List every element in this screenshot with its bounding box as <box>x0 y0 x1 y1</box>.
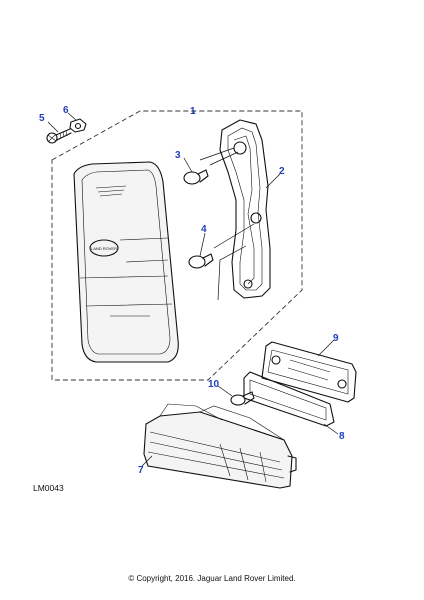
callout-5: 5 <box>39 113 45 124</box>
callout-9: 9 <box>333 333 339 344</box>
callout-2: 2 <box>279 166 285 177</box>
callout-1: 1 <box>190 106 196 117</box>
callout-4: 4 <box>201 224 207 235</box>
assembly-boundary <box>51 110 303 381</box>
callout-10: 10 <box>208 379 220 390</box>
callout-6: 6 <box>63 105 69 116</box>
gasket-outer <box>261 341 357 403</box>
clip-nut <box>69 118 87 133</box>
callout-7: 7 <box>138 465 144 476</box>
copyright-notice: © Copyright, 2016. Jaguar Land Rover Lim… <box>128 574 296 583</box>
leader-lines <box>47 111 339 467</box>
callout-8: 8 <box>339 431 345 442</box>
bulb-side <box>230 391 255 406</box>
badge-text: LAND ROVER <box>91 246 117 251</box>
inner-seal <box>243 371 335 427</box>
bulb-holder-plate <box>219 119 271 299</box>
diagram-reference-code: LM0043 <box>33 483 64 493</box>
callout-3: 3 <box>175 150 181 161</box>
bumper-lamp <box>143 403 297 489</box>
land-rover-badge-icon <box>89 239 119 257</box>
screw <box>46 128 72 144</box>
rear-lamp-lens: LAND ROVER <box>73 161 179 363</box>
bulb-lower <box>188 223 255 301</box>
